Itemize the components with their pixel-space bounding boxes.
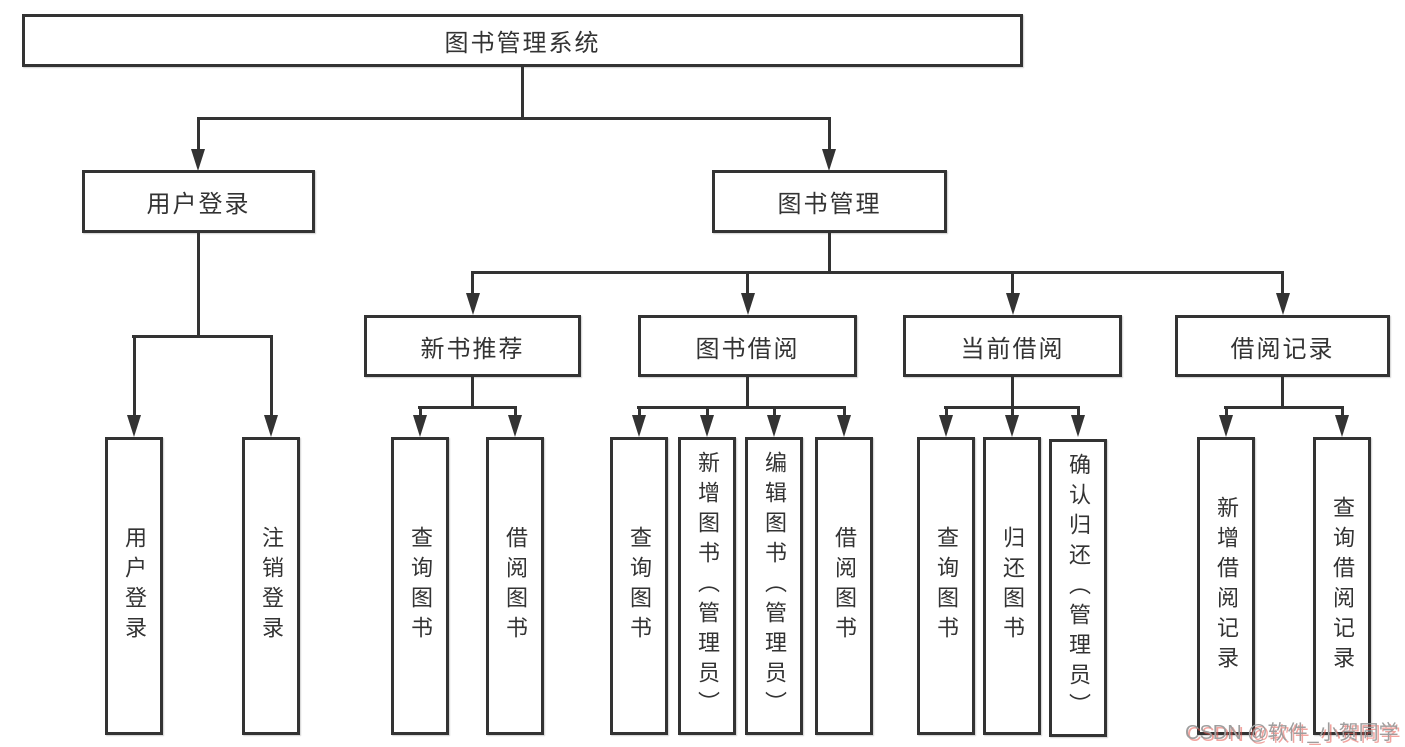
- arrow-down-icon: [1006, 293, 1020, 315]
- arrow-down-icon: [264, 415, 278, 437]
- edge-shaft: [1341, 406, 1344, 417]
- edge-shaft: [471, 271, 474, 295]
- edge-shaft: [746, 271, 749, 295]
- edge-stem: [1281, 377, 1284, 408]
- arrow-down-icon: [632, 415, 646, 437]
- arrow-down-icon: [1276, 293, 1290, 315]
- node-borrow-records-label: 借阅记录: [1230, 335, 1335, 363]
- edge-user-login-branch: [132, 335, 273, 338]
- node-user-login-label: 用户登录: [146, 191, 251, 218]
- leaf-add-borrow-record-label: 新增借阅记录: [1214, 496, 1239, 676]
- arrow-down-icon: [1335, 415, 1349, 437]
- edge-branch: [637, 406, 846, 409]
- edge-root-branch: [197, 117, 831, 120]
- leaf-user-login: 用户登录: [105, 437, 163, 735]
- node-new-book-recommend-label: 新书推荐: [420, 335, 525, 363]
- arrow-down-icon: [1071, 415, 1085, 437]
- edge-book-mgmt-branch: [471, 271, 1284, 274]
- edge-stem: [471, 377, 474, 408]
- edge-shaft: [638, 406, 641, 417]
- arrow-down-icon: [508, 415, 522, 437]
- edge-shaft: [945, 406, 948, 417]
- arrow-down-icon: [191, 149, 205, 171]
- arrow-down-icon: [466, 293, 480, 315]
- node-root-label: 图书管理系统: [444, 30, 601, 57]
- leaf-logout-login-label: 注销登录: [259, 526, 284, 646]
- edge-root-stem: [521, 67, 524, 119]
- node-book-borrow: 图书借阅: [638, 315, 857, 377]
- edge-shaft: [773, 406, 776, 417]
- edge-shaft: [419, 406, 422, 417]
- node-current-borrow-label: 当前借阅: [960, 335, 1065, 363]
- arrow-down-icon: [822, 149, 836, 171]
- edge-shaft: [843, 406, 846, 417]
- leaf-add-borrow-record: 新增借阅记录: [1197, 437, 1255, 735]
- edge-shaft: [1225, 406, 1228, 417]
- arrow-down-icon: [1219, 415, 1233, 437]
- edge-shaft: [514, 406, 517, 417]
- arrow-down-icon: [1005, 415, 1019, 437]
- arrow-down-icon: [837, 415, 851, 437]
- arrow-down-icon: [127, 415, 141, 437]
- edge-shaft: [1077, 406, 1080, 417]
- leaf-borrow-books-1-label: 借阅图书: [503, 526, 528, 646]
- leaf-query-borrow-record: 查询借阅记录: [1313, 437, 1371, 735]
- edge-shaft: [1011, 406, 1014, 417]
- leaf-user-login-label: 用户登录: [122, 526, 147, 646]
- leaf-return-books: 归还图书: [983, 437, 1041, 735]
- edge-stem: [1011, 377, 1014, 408]
- leaf-confirm-return-admin-label: 确认归还（管理员）: [1066, 453, 1091, 723]
- leaf-borrow-books-2-label: 借阅图书: [832, 526, 857, 646]
- edge-shaft: [270, 335, 273, 417]
- arrow-down-icon: [939, 415, 953, 437]
- arrow-down-icon: [767, 415, 781, 437]
- edge-shaft: [1281, 271, 1284, 295]
- leaf-query-books-3-label: 查询图书: [934, 526, 959, 646]
- leaf-confirm-return-admin: 确认归还（管理员）: [1049, 439, 1107, 737]
- edge-branch: [1224, 406, 1344, 409]
- node-borrow-records: 借阅记录: [1175, 315, 1390, 377]
- leaf-query-books-2-label: 查询图书: [627, 526, 652, 646]
- node-user-login: 用户登录: [82, 170, 315, 233]
- leaf-query-books-3: 查询图书: [917, 437, 975, 735]
- leaf-return-books-label: 归还图书: [1000, 526, 1025, 646]
- edge-branch: [418, 406, 517, 409]
- edge-shaft: [1011, 271, 1014, 295]
- edge-shaft: [197, 117, 200, 151]
- edge-shaft: [133, 335, 136, 417]
- leaf-query-books-1-label: 查询图书: [408, 526, 433, 646]
- node-root: 图书管理系统: [22, 14, 1023, 67]
- leaf-edit-books-admin-label: 编辑图书（管理员）: [762, 451, 787, 721]
- watermark: CSDN @软件_小贺同学: [1185, 722, 1399, 744]
- node-current-borrow: 当前借阅: [903, 315, 1122, 377]
- leaf-query-borrow-record-label: 查询借阅记录: [1330, 496, 1355, 676]
- node-book-management-label: 图书管理: [777, 191, 882, 218]
- node-new-book-recommend: 新书推荐: [364, 315, 581, 377]
- arrow-down-icon: [413, 415, 427, 437]
- edge-shaft: [706, 406, 709, 417]
- leaf-edit-books-admin: 编辑图书（管理员）: [745, 437, 803, 735]
- edge-shaft: [828, 117, 831, 151]
- leaf-query-books-1: 查询图书: [391, 437, 449, 735]
- leaf-add-books-admin: 新增图书（管理员）: [678, 437, 736, 735]
- leaf-borrow-books-2: 借阅图书: [815, 437, 873, 735]
- node-book-borrow-label: 图书借阅: [695, 335, 800, 363]
- edge-book-mgmt-stem: [828, 233, 831, 273]
- leaf-logout-login: 注销登录: [242, 437, 300, 735]
- arrow-down-icon: [700, 415, 714, 437]
- leaf-add-books-admin-label: 新增图书（管理员）: [695, 451, 720, 721]
- arrow-down-icon: [741, 293, 755, 315]
- leaf-query-books-2: 查询图书: [610, 437, 668, 735]
- node-book-management: 图书管理: [712, 170, 947, 233]
- leaf-borrow-books-1: 借阅图书: [486, 437, 544, 735]
- edge-stem: [746, 377, 749, 408]
- edge-user-login-stem: [197, 233, 200, 337]
